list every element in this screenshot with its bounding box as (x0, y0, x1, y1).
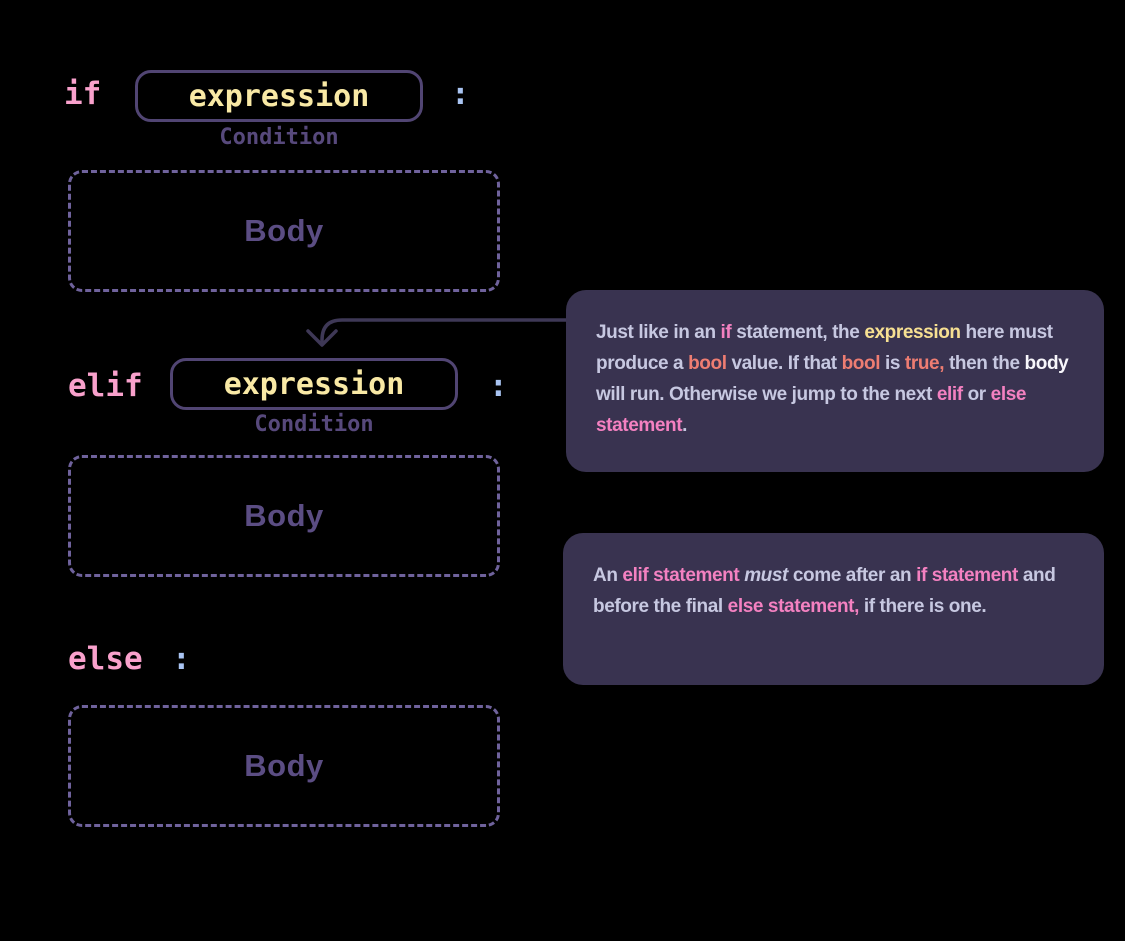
tooltip-expression-note: Just like in an if statement, the expres… (566, 290, 1104, 472)
tooltip-elif-order-note: An elif statement must come after an if … (563, 533, 1104, 685)
tooltip-text-segment: or (962, 384, 991, 405)
tooltip-text-segment: else statement (596, 384, 1027, 436)
elif-colon: : (489, 368, 508, 404)
elif-body-label: Body (244, 498, 324, 533)
tooltip-text-segment: bool (841, 353, 881, 374)
tooltip-text-segment: body (1024, 353, 1069, 374)
if-keyword: if (64, 76, 102, 112)
tooltip-text-segment: . (682, 415, 688, 436)
elif-condition-label: Condition (254, 412, 374, 437)
else-body-label: Body (244, 748, 324, 783)
else-body-box: Body (68, 705, 500, 827)
tooltip-text-segment: elif statement (622, 565, 740, 586)
tooltip-text-segment: if (720, 322, 732, 343)
tooltip-text-segment: else statement, (727, 596, 860, 617)
tooltip-text-segment: is (880, 353, 905, 374)
else-colon: : (172, 641, 191, 677)
tooltip-text-segment: if statement (916, 565, 1018, 586)
tooltip-text-segment: bool (688, 353, 727, 374)
tooltip-text-segment: if there is one. (858, 596, 987, 617)
elif-expression-label: expression (223, 366, 405, 402)
tooltip-text-segment: statement, the (731, 322, 865, 343)
arrow-down-connector-icon (306, 318, 580, 347)
tooltip-text-segment: then the (944, 353, 1025, 374)
elif-expression-box: expression (170, 358, 458, 410)
tooltip-text-segment: value. If that (726, 353, 842, 374)
if-colon: : (451, 76, 470, 112)
tooltip-text-segment: An (593, 565, 623, 586)
tooltip-text-segment: Just like in an (596, 322, 721, 343)
if-body-box: Body (68, 170, 500, 292)
tooltip-text-segment: elif (936, 384, 963, 405)
tooltip-text-segment: here must produce a (596, 322, 1053, 374)
if-expression-label: expression (188, 78, 370, 114)
tooltip-text-segment: and before the final (593, 565, 1056, 617)
tooltip-text-segment: true, (904, 353, 945, 374)
elif-body-box: Body (68, 455, 500, 577)
tooltip-text-segment: expression (864, 322, 961, 343)
tooltip-text-segment: come after an (787, 565, 917, 586)
tooltip-text-segment: must (744, 565, 788, 586)
if-expression-box: expression (135, 70, 423, 122)
if-body-label: Body (244, 213, 324, 248)
elif-keyword: elif (68, 368, 143, 404)
if-condition-label: Condition (219, 125, 339, 150)
else-keyword: else (68, 641, 143, 677)
tooltip-text-segment: will run. Otherwise we jump to the next (596, 384, 937, 405)
